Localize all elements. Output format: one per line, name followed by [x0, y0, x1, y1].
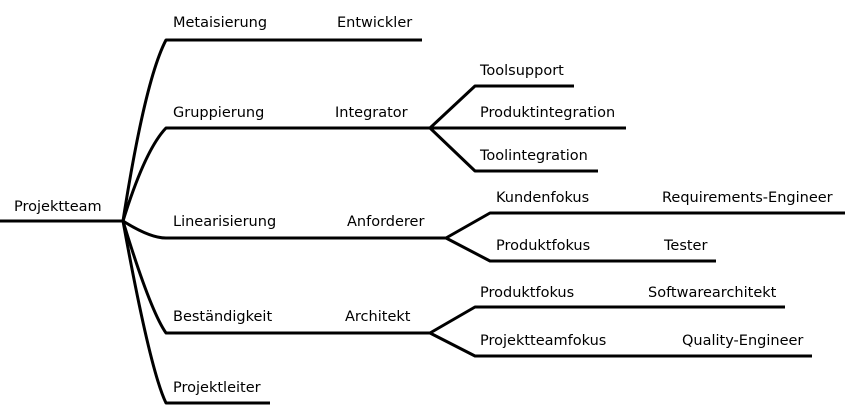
connector-bestaendigkeit	[121, 220, 430, 335]
role-quality-engineer: Quality-Engineer	[682, 333, 803, 349]
branch-metaisierung: Metaisierung	[173, 15, 267, 31]
connector-toolsupport	[428, 84, 574, 130]
role-requirements-engineer: Requirements-Engineer	[662, 190, 833, 206]
branch-bestaendigkeit: Beständigkeit	[173, 309, 272, 325]
connector-toolintegration	[428, 126, 598, 173]
connector-metaisierung	[121, 38, 422, 222]
role-integrator: Integrator	[335, 105, 408, 121]
leaf-toolintegration: Toolintegration	[479, 148, 588, 164]
role-architekt: Architekt	[345, 309, 411, 325]
connector-linearisierung	[122, 219, 446, 240]
leaf-produktfokus-1: Produktfokus	[496, 238, 590, 254]
branch-gruppierung: Gruppierung	[173, 105, 264, 121]
leaf-kundenfokus: Kundenfokus	[496, 190, 589, 206]
leaf-toolsupport: Toolsupport	[479, 63, 564, 79]
leaf-produktintegration: Produktintegration	[480, 105, 615, 121]
connector-projektleiter	[121, 220, 270, 405]
leaf-produktfokus-2: Produktfokus	[480, 285, 574, 301]
role-entwickler: Entwickler	[337, 15, 412, 31]
connector-projektteamfokus	[429, 331, 812, 358]
connector-gruppierung	[121, 126, 430, 222]
role-anforderer: Anforderer	[347, 214, 424, 230]
connector-produktfokus-architekt	[429, 305, 785, 335]
root-label: Projektteam	[14, 199, 102, 215]
role-tester: Tester	[663, 238, 707, 254]
branch-projektleiter: Projektleiter	[173, 380, 261, 396]
leaf-projektteamfokus: Projektteamfokus	[480, 333, 606, 349]
role-softwarearchitekt: Softwarearchitekt	[648, 285, 777, 301]
connector-kundenfokus	[445, 211, 845, 240]
connector-produktfokus-tester	[445, 236, 716, 263]
branch-linearisierung: Linearisierung	[173, 214, 276, 230]
